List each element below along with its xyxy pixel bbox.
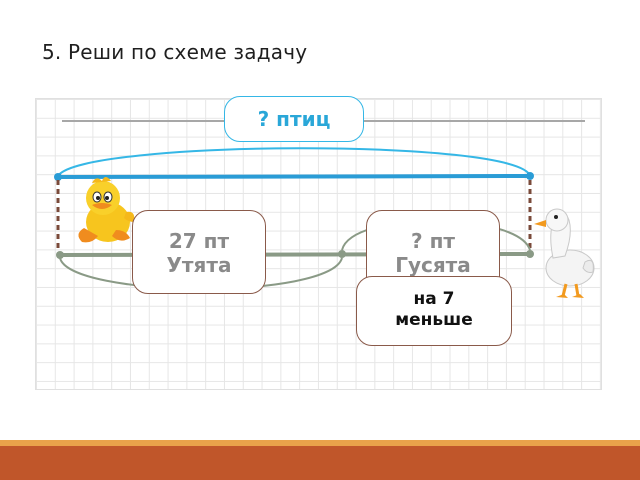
- relation-bubble: на 7 меньше: [356, 276, 512, 346]
- total-brace: [57, 147, 531, 177]
- goose-icon: [534, 208, 595, 298]
- duckling-icon: [78, 177, 135, 243]
- ducks-value: 27 пт: [168, 229, 230, 253]
- total-end-point: [526, 172, 534, 180]
- total-segment-line: [57, 174, 531, 179]
- total-label: ? птиц: [257, 107, 331, 131]
- parts-start-point: [56, 251, 64, 259]
- ducks-name: Утята: [166, 253, 232, 277]
- task-title: 5. Реши по схеме задачу: [42, 40, 308, 64]
- total-label-bubble: ? птиц: [224, 96, 364, 142]
- geese-name: Гусята: [395, 253, 471, 277]
- relation-line1: на 7: [413, 289, 455, 309]
- ducks-label-bubble: 27 пт Утята: [132, 210, 266, 294]
- parts-end-point: [526, 250, 534, 258]
- footer-stripe: [0, 440, 640, 446]
- parts-divider-point: [338, 250, 346, 258]
- geese-value: ? пт: [411, 229, 455, 253]
- total-start-point: [54, 173, 62, 181]
- relation-line2: меньше: [395, 310, 473, 330]
- footer-bar: [0, 446, 640, 480]
